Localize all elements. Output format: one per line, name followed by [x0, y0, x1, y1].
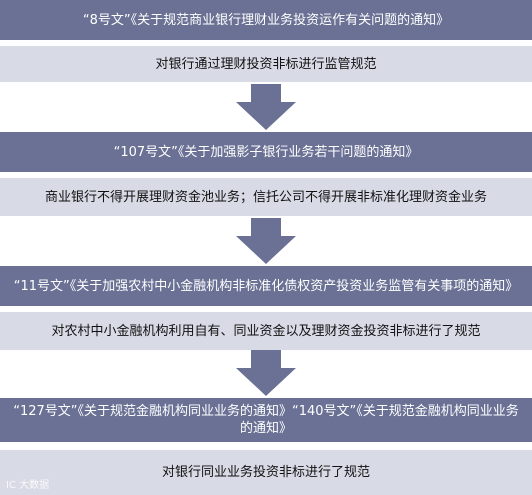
down-arrow-icon-2	[236, 218, 296, 264]
desc-text-1: 对银行通过理财投资非标进行监管规范	[155, 56, 377, 72]
desc-bar-2: 商业银行不得开展理财资金池业务；信托公司不得开展非标准化理财资金业务	[0, 178, 532, 216]
down-arrow-icon-1	[236, 84, 296, 130]
doc-title-1: “8号文”《关于规范商业银行理财业务投资运作有关问题的通知》	[82, 12, 450, 28]
desc-text-3: 对农村中小金融机构利用自有、同业资金以及理财资金投资非标进行了规范	[51, 323, 481, 339]
desc-bar-1: 对银行通过理财投资非标进行监管规范	[0, 46, 532, 82]
doc-title-4: “127号文”《关于规范金融机构同业业务的通知》“140号文”《关于规范金融机构…	[13, 404, 519, 436]
desc-bar-4: 对银行同业业务投资非标进行了规范	[0, 450, 532, 495]
doc-title-3: “11号文”《关于加强农村中小金融机构非标准化债权资产投资业务监管有关事项的通知…	[13, 278, 519, 294]
doc-title-2: “107号文”《关于加强影子银行业务若干问题的通知》	[113, 144, 419, 160]
doc-bar-1: “8号文”《关于规范商业银行理财业务投资运作有关问题的通知》	[0, 0, 532, 40]
desc-text-4: 对银行同业业务投资非标进行了规范	[161, 465, 370, 480]
doc-bar-3: “11号文”《关于加强农村中小金融机构非标准化债权资产投资业务监管有关事项的通知…	[0, 266, 532, 306]
desc-bar-3: 对农村中小金融机构利用自有、同业资金以及理财资金投资非标进行了规范	[0, 312, 532, 350]
down-arrow-icon-3	[236, 350, 296, 396]
doc-bar-4: “127号文”《关于规范金融机构同业业务的通知》“140号文”《关于规范金融机构…	[0, 398, 532, 442]
watermark-logo: IC 大数据	[6, 480, 50, 491]
desc-text-2: 商业银行不得开展理财资金池业务；信托公司不得开展非标准化理财资金业务	[44, 189, 487, 205]
doc-bar-2: “107号文”《关于加强影子银行业务若干问题的通知》	[0, 132, 532, 172]
